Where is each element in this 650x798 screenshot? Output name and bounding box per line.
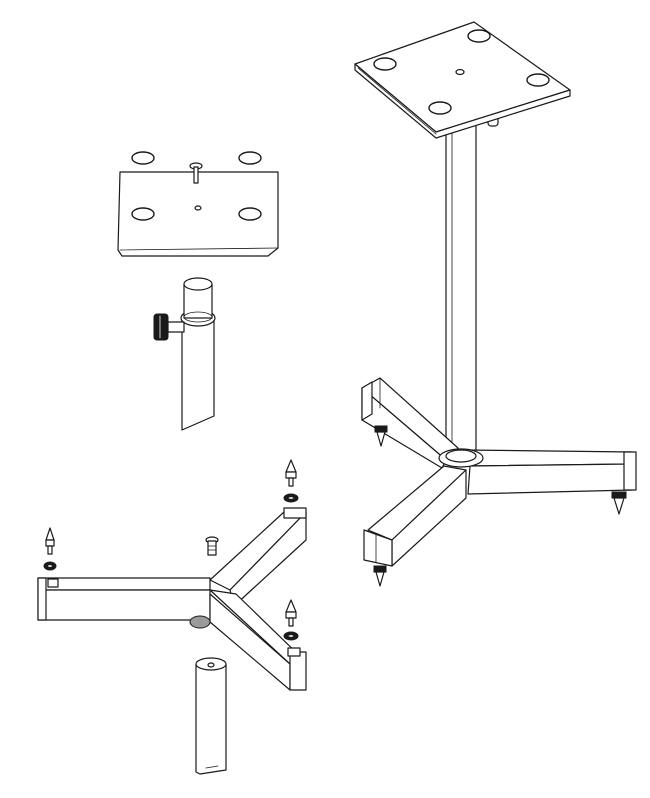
exploded-tripod-base xyxy=(37,507,307,691)
exploded-column-top xyxy=(153,277,216,431)
base-leg-lower xyxy=(209,589,307,691)
plate-pad-4 xyxy=(428,101,452,115)
assembled-leg-front xyxy=(363,465,467,567)
plate-pad-2 xyxy=(467,29,491,43)
plate-pad-1 xyxy=(373,57,397,71)
exploded-top-plate xyxy=(117,151,279,257)
base-hub xyxy=(189,615,211,629)
assembled-spike-back xyxy=(374,425,388,447)
base-leg-left xyxy=(37,577,211,621)
top-pad-3 xyxy=(131,207,155,221)
plate-screw-hole xyxy=(455,68,465,76)
top-pad-1 xyxy=(131,151,155,165)
top-pad-2 xyxy=(238,151,262,165)
column-knob xyxy=(153,313,185,341)
assembled-collar xyxy=(438,448,484,468)
top-center-hole xyxy=(194,205,202,211)
spike-set-lower xyxy=(283,599,299,641)
spike-set-upper xyxy=(283,459,299,503)
exploded-column-bottom xyxy=(195,657,227,775)
assembled-leg-back xyxy=(361,377,459,469)
spike-set-left xyxy=(43,527,57,571)
plate-pad-3 xyxy=(526,73,550,87)
base-leg-upper xyxy=(209,507,307,607)
assembled-stand xyxy=(354,21,637,587)
top-pad-4 xyxy=(238,207,262,221)
center-bolt xyxy=(205,536,219,556)
assembled-leg-right xyxy=(465,449,637,495)
assembled-top-plate xyxy=(354,21,571,139)
assembled-spike-front xyxy=(373,565,387,587)
assembled-column xyxy=(445,117,477,461)
assembled-spike-right xyxy=(611,491,627,515)
top-screw xyxy=(189,162,203,184)
